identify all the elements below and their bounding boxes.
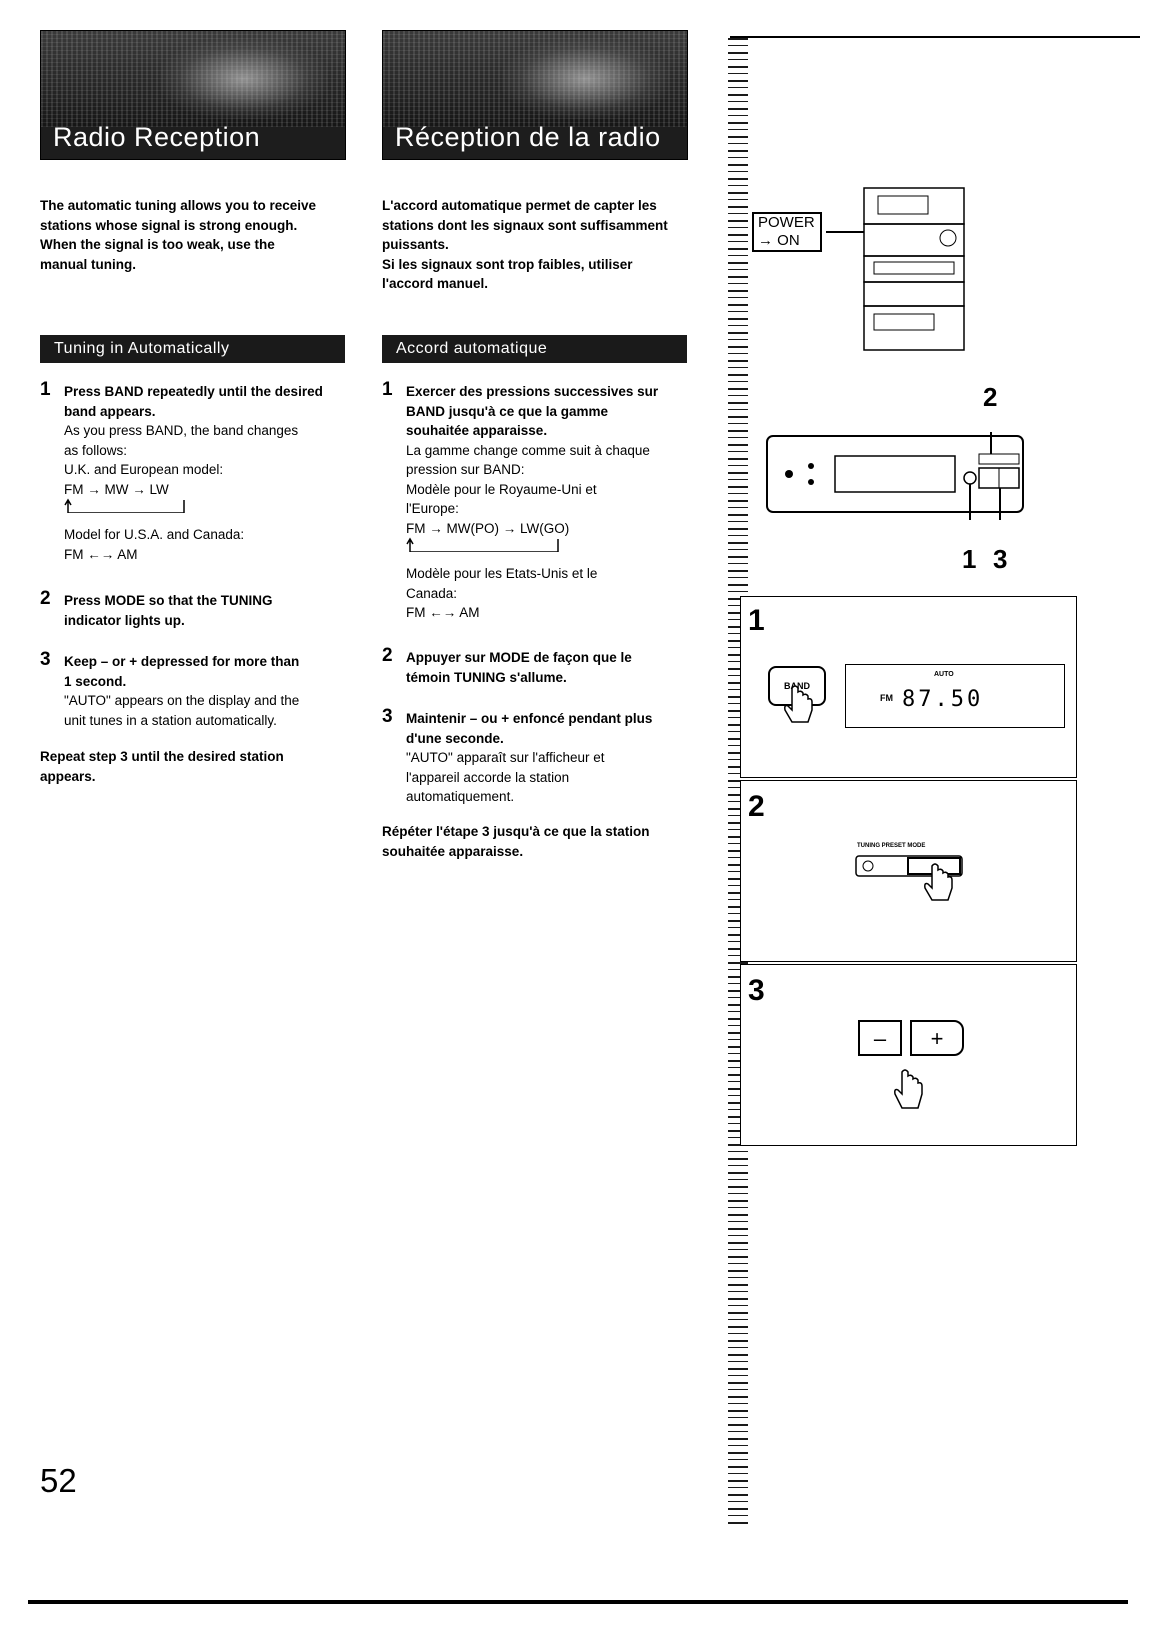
intro-line: l'accord manuel.: [382, 276, 488, 291]
tuner-front-panel: [766, 432, 1024, 520]
step-number: 1: [40, 379, 51, 400]
frequency-readout: 87.50: [902, 687, 984, 712]
step-text: unit tunes in a station automatically.: [64, 712, 277, 728]
step-number: 1: [382, 379, 393, 400]
step-lead: band appears.: [64, 403, 156, 419]
page-number: 52: [40, 1462, 77, 1499]
step-lead: Maintenir – ou + enfoncé pendant plus: [406, 711, 653, 726]
pointing-hand-icon: [894, 1069, 923, 1109]
step-lead: Keep – or + depressed for more than: [64, 654, 300, 669]
banner-photo-texture: [383, 31, 687, 127]
power-label: POWER: [758, 214, 815, 231]
band-indicator: FM: [880, 693, 893, 703]
step-text: l'Europe:: [406, 501, 459, 516]
band-sequence: FM → MW → LW: [64, 481, 169, 497]
mode-button-labels: TUNING PRESET MODE: [857, 843, 926, 849]
intro-english: The automatic tuning allows you to recei…: [40, 196, 360, 274]
step-text: Modèle pour les Etats-Unis et le: [406, 566, 598, 581]
section-heading-french: Accord automatique: [382, 335, 687, 363]
intro-line: stations whose signal is strong enough.: [40, 217, 298, 233]
step-lead: BAND jusqu'à ce que la gamme: [406, 403, 609, 419]
step-lead: 1 second.: [64, 673, 127, 689]
panel-number: 1: [748, 604, 765, 637]
step-number: 2: [40, 588, 51, 609]
auto-indicator: AUTO: [934, 671, 954, 678]
callout-band: 1: [962, 544, 977, 574]
repeat-note-english: Repeat step 3 until the desired station …: [40, 747, 360, 786]
band-sequence: FM ←→ AM: [64, 546, 138, 562]
step-text: pression sur BAND:: [406, 462, 525, 477]
intro-line: stations dont les signaux sont suffisamm…: [382, 217, 668, 233]
step-lead: Appuyer sur MODE de façon que le: [406, 650, 632, 665]
repeat-line: Repeat step 3 until the desired station: [40, 749, 284, 764]
step-text: automatiquement.: [406, 789, 515, 804]
banner-photo-texture: [41, 31, 345, 127]
step-text: "AUTO" appears on the display and the: [64, 693, 300, 708]
step-2-english: 2 Press MODE so that the TUNING indicato…: [40, 588, 360, 630]
repeat-line: souhaitée apparaisse.: [382, 843, 524, 859]
return-arrow-icon: [64, 498, 185, 513]
banner-french: Réception de la radio: [382, 30, 688, 160]
repeat-note-french: Répéter l'étape 3 jusqu'à ce que la stat…: [382, 822, 712, 861]
band-sequence: FM → MW(PO) → LW(GO): [406, 520, 570, 536]
step-number: 3: [382, 706, 393, 727]
tuning-minus-button: –: [858, 1020, 902, 1056]
step-lead: souhaitée apparaisse.: [406, 423, 548, 438]
step-text: La gamme change comme suit à chaque: [406, 442, 650, 458]
step-1-english: 1 Press BAND repeatedly until the desire…: [40, 379, 360, 564]
step-number: 3: [40, 649, 51, 670]
section-heading-english: Tuning in Automatically: [40, 335, 345, 363]
callout-tuning: 3: [993, 544, 1008, 574]
intro-french: L'accord automatique permet de capter le…: [382, 196, 712, 294]
power-on-label: → ON: [758, 232, 800, 249]
step-3-french: 3 Maintenir – ou + enfoncé pendant plus …: [382, 706, 712, 807]
step-panel-3: [740, 964, 1077, 1146]
intro-line: When the signal is too weak, use the: [40, 237, 275, 252]
step-lead: Press MODE so that the TUNING: [64, 593, 273, 608]
banner-title-english: Radio Reception: [53, 122, 261, 152]
step-text: Canada:: [406, 585, 458, 601]
intro-line: puissants.: [382, 237, 449, 252]
repeat-line: Répéter l'étape 3 jusqu'à ce que la stat…: [382, 824, 650, 839]
panel-number: 2: [748, 790, 765, 823]
banner-english: Radio Reception: [40, 30, 346, 160]
step-text: as follows:: [64, 442, 128, 458]
step-text: Model for U.S.A. and Canada:: [64, 527, 245, 542]
step-text: As you press BAND, the band changes: [64, 423, 299, 438]
intro-line: L'accord automatique permet de capter le…: [382, 198, 657, 213]
banner-title-french: Réception de la radio: [395, 122, 661, 152]
step-number: 2: [382, 645, 393, 666]
power-callout: POWER → ON: [752, 212, 822, 252]
intro-line: Si les signaux sont trop faibles, utilis…: [382, 256, 633, 272]
binding-edge-marks: [728, 38, 748, 1528]
panel-number: 3: [748, 974, 765, 1007]
bottom-rule: [28, 1600, 1128, 1604]
tuning-plus-button: +: [910, 1020, 964, 1056]
callout-mode: 2: [983, 382, 998, 412]
step-lead: témoin TUNING s'allume.: [406, 669, 567, 685]
step-text: Modèle pour le Royaume-Uni et: [406, 481, 597, 497]
tuner-display: AUTO FM 87.50: [845, 664, 1065, 728]
repeat-line: appears.: [40, 768, 96, 784]
step-text: U.K. and European model:: [64, 462, 224, 477]
intro-line: manual tuning.: [40, 256, 136, 272]
step-1-french: 1 Exercer des pressions successives sur …: [382, 379, 712, 623]
step-3-english: 3 Keep – or + depressed for more than 1 …: [40, 649, 360, 730]
top-rule: [730, 36, 1140, 38]
intro-line: The automatic tuning allows you to recei…: [40, 198, 317, 213]
mode-button-illustration: [855, 855, 963, 901]
stereo-system-illustration: [826, 187, 965, 351]
step-lead: Press BAND repeatedly until the desired: [64, 384, 323, 399]
step-lead: indicator lights up.: [64, 612, 185, 628]
step-lead: Exercer des pressions successives sur: [406, 384, 659, 399]
step-2-french: 2 Appuyer sur MODE de façon que le témoi…: [382, 645, 712, 687]
step-lead: d'une seconde.: [406, 730, 504, 746]
pointing-hand-icon: [784, 685, 813, 723]
step-text: "AUTO" apparaît sur l'afficheur et: [406, 750, 605, 765]
step-text: l'appareil accorde la station: [406, 769, 570, 785]
return-arrow-icon: [406, 537, 559, 552]
band-sequence: FM ←→ AM: [406, 605, 480, 620]
